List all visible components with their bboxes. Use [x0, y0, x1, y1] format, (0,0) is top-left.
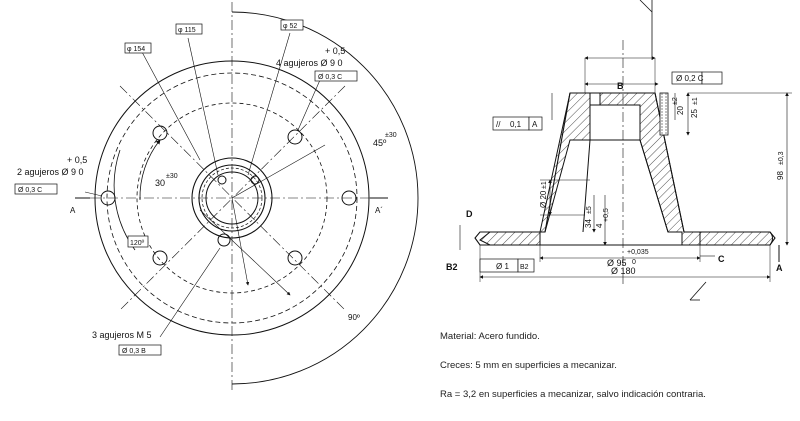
dim-4-tol: +0,5 [603, 208, 610, 222]
datum-a-label: A [776, 263, 783, 273]
label-phi154: φ 154 [127, 46, 145, 53]
dim-20-top: 20 [676, 106, 685, 115]
leader-3holes [159, 247, 221, 338]
radial-line-3 [231, 144, 326, 199]
fcf-2holes: Ø 0,3 C [18, 187, 42, 194]
label-phi115: φ 115 [178, 27, 196, 34]
plan-labels: φ 115 φ 154 φ 52 + 0,5 4 agujeros Ø 9 0 … [14, 19, 397, 356]
surface-mark-top [639, 0, 653, 13]
fcf-3holes: Ø 0,3 B [122, 348, 146, 355]
label-b: B [617, 81, 624, 91]
label-d: D [466, 209, 473, 219]
section-label-a-prime: A´ [375, 206, 383, 215]
dim-20-top-tol: ±2 [672, 97, 679, 105]
bolt-holes [100, 125, 357, 266]
angle-45-label: 45º [373, 138, 387, 148]
label-c: C [718, 254, 725, 264]
plan-view [75, 2, 419, 390]
parallelism-symbol: // [496, 120, 501, 129]
parallelism-datum: A [532, 120, 538, 129]
notes: Material: Acero fundido. Creces: 5 mm en… [440, 331, 706, 400]
dim-phi20: Ø 20 [539, 190, 548, 208]
leader-phi52 [247, 32, 291, 176]
fcf-b2-value: Ø 1 [496, 262, 509, 271]
dim-98-tol: ±0,3 [778, 151, 785, 165]
surface-mark-bottom [689, 281, 707, 301]
angle-120-label: 120º [130, 240, 145, 247]
leader-phi154 [141, 51, 201, 161]
section-hatch-left [479, 92, 591, 246]
radial-line-2 [231, 197, 250, 286]
angle-30-arc [139, 139, 161, 201]
note-material: Material: Acero fundido. [440, 331, 540, 342]
section-label-a: A [70, 206, 76, 215]
radial-line-1 [199, 209, 291, 296]
dim-34: 34 [584, 219, 593, 228]
dim-95: Ø 95 [607, 258, 627, 268]
angle-90-label: 90º [348, 313, 360, 322]
dim-4: 4 [595, 223, 604, 228]
label-4holes: 4 agujeros Ø 9 0 [276, 58, 343, 68]
parallelism-tolerance: 0,1 [510, 120, 522, 129]
dim-95-tolerance: +0,035 [627, 249, 649, 256]
fcf-b2-datum: B2 [520, 264, 529, 271]
bore-left-wall [582, 139, 591, 233]
tapped-hole [659, 92, 669, 136]
dim-98: 98 [776, 171, 785, 180]
leader-phi115 [187, 37, 219, 176]
leader-2holes [84, 191, 103, 197]
label-2holes: 2 agujeros Ø 9 0 [17, 167, 84, 177]
angle-90-arc [231, 11, 419, 385]
dim-34-tol: ±5 [586, 206, 593, 214]
fcf-top: Ø 0,2 C [676, 74, 704, 83]
tolerance-4holes: + 0,5 [325, 46, 345, 56]
section-outline [474, 92, 776, 246]
tolerance-2holes: + 0,5 [67, 155, 87, 165]
fcf-4holes: Ø 0,3 C [318, 74, 342, 81]
angle-45-tolerance: ±30 [385, 132, 397, 139]
section-view [459, 0, 792, 301]
dim-95-tol: 0 [632, 259, 636, 266]
section-labels: B Ø 0,2 C // 0,1 A 20 ±2 25 ±1 98 ±0,3 Ø… [446, 71, 785, 276]
angle-120-arc [113, 149, 136, 251]
dim-180: Ø 180 [611, 266, 636, 276]
note-ra: Ra = 3,2 en superficies a mecanizar, sal… [440, 389, 706, 400]
angle-30-label: 30 [155, 178, 165, 188]
dim-25-tol: ±1 [692, 97, 699, 105]
bore-right-wall [639, 139, 669, 233]
label-phi52: φ 52 [283, 23, 297, 30]
label-b2: B2 [446, 262, 458, 272]
label-3holes: 3 agujeros M 5 [92, 330, 152, 340]
leader-4holes [297, 79, 321, 131]
note-creces: Creces: 5 mm en superficies a mecanizar. [440, 360, 617, 371]
dim-phi20-tol: ±1 [541, 181, 548, 189]
angle-30-tolerance: ±30 [166, 173, 178, 180]
dim-25: 25 [690, 109, 699, 118]
